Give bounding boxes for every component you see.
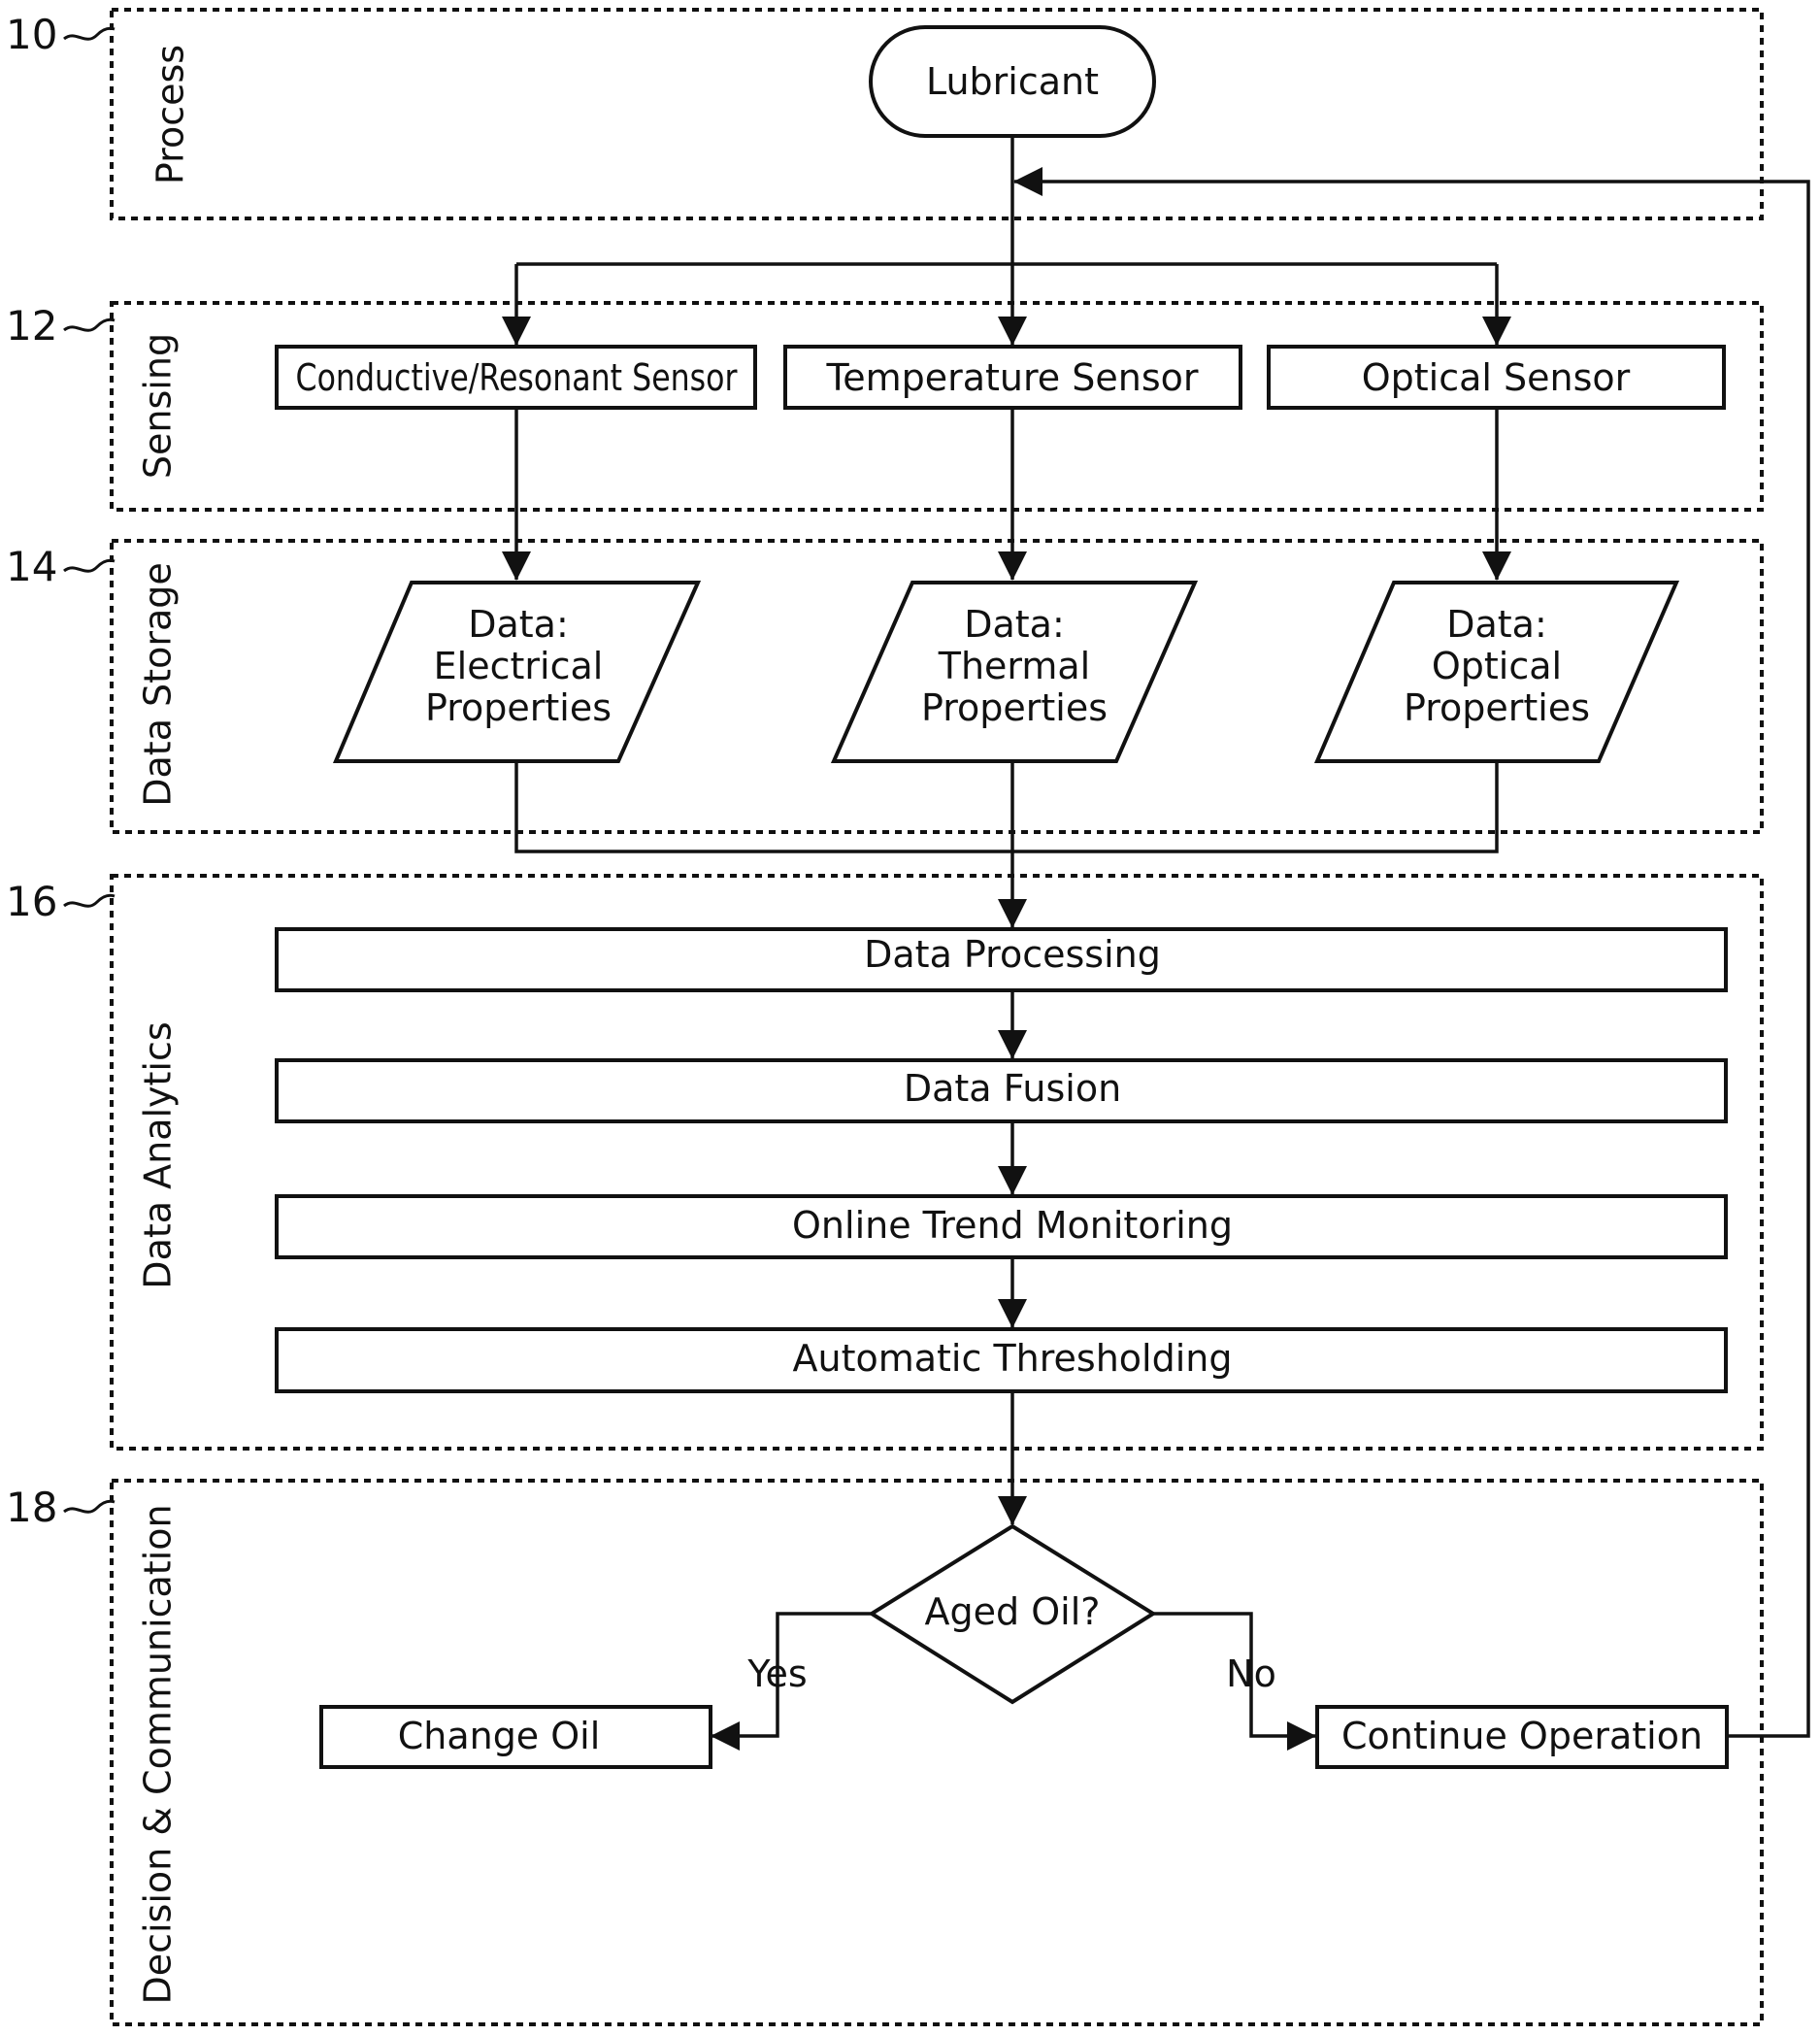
ref-number-10: 10 <box>6 11 57 58</box>
node-data-optical-line1: Data: <box>1446 603 1547 646</box>
node-aged-oil-decision-label: Aged Oil? <box>925 1590 1101 1633</box>
node-change-oil-label: Change Oil <box>398 1715 601 1757</box>
ref-number-18: 18 <box>6 1484 57 1531</box>
lane-label-sensing: Sensing <box>137 333 180 479</box>
ref-leader-14 <box>64 560 115 571</box>
node-temperature-sensor-label: Temperature Sensor <box>825 356 1198 399</box>
edge-label-no: No <box>1226 1652 1276 1695</box>
edge-optical-merge <box>1012 761 1497 851</box>
ref-leader-16 <box>64 895 115 906</box>
ref-number-16: 16 <box>6 878 57 925</box>
node-continue-operation-label: Continue Operation <box>1341 1715 1703 1757</box>
lane-label-decision-communication: Decision & Communication <box>137 1504 180 2004</box>
lane-label-process: Process <box>149 45 192 184</box>
ref-number-12: 12 <box>6 302 57 350</box>
node-optical-sensor-label: Optical Sensor <box>1362 356 1631 399</box>
ref-leader-10 <box>64 28 115 39</box>
node-automatic-thresholding-label: Automatic Thresholding <box>793 1337 1233 1380</box>
node-data-electrical-line3: Properties <box>425 686 612 729</box>
node-data-fusion-label: Data Fusion <box>904 1067 1121 1110</box>
edge-label-yes: Yes <box>746 1652 807 1695</box>
node-data-thermal-line1: Data: <box>964 603 1065 646</box>
ref-leader-12 <box>64 319 115 330</box>
node-data-thermal-line3: Properties <box>921 686 1108 729</box>
node-online-trend-monitoring-label: Online Trend Monitoring <box>792 1204 1233 1247</box>
node-data-electrical-line1: Data: <box>468 603 569 646</box>
node-data-thermal-line2: Thermal <box>938 645 1091 687</box>
ref-leader-18 <box>64 1501 115 1512</box>
edge-electrical-merge <box>516 761 1012 851</box>
lane-label-data-analytics: Data Analytics <box>137 1021 180 1288</box>
node-data-processing-label: Data Processing <box>864 933 1161 976</box>
node-data-optical-line3: Properties <box>1404 686 1590 729</box>
node-lubricant-label: Lubricant <box>926 60 1099 103</box>
lane-label-data-storage: Data Storage <box>137 562 180 807</box>
node-data-optical-line2: Optical <box>1432 645 1562 687</box>
node-conductive-resonant-sensor-label: Conductive/Resonant Sensor <box>296 356 738 399</box>
node-data-electrical-line2: Electrical <box>434 645 604 687</box>
ref-number-14: 14 <box>6 543 57 590</box>
